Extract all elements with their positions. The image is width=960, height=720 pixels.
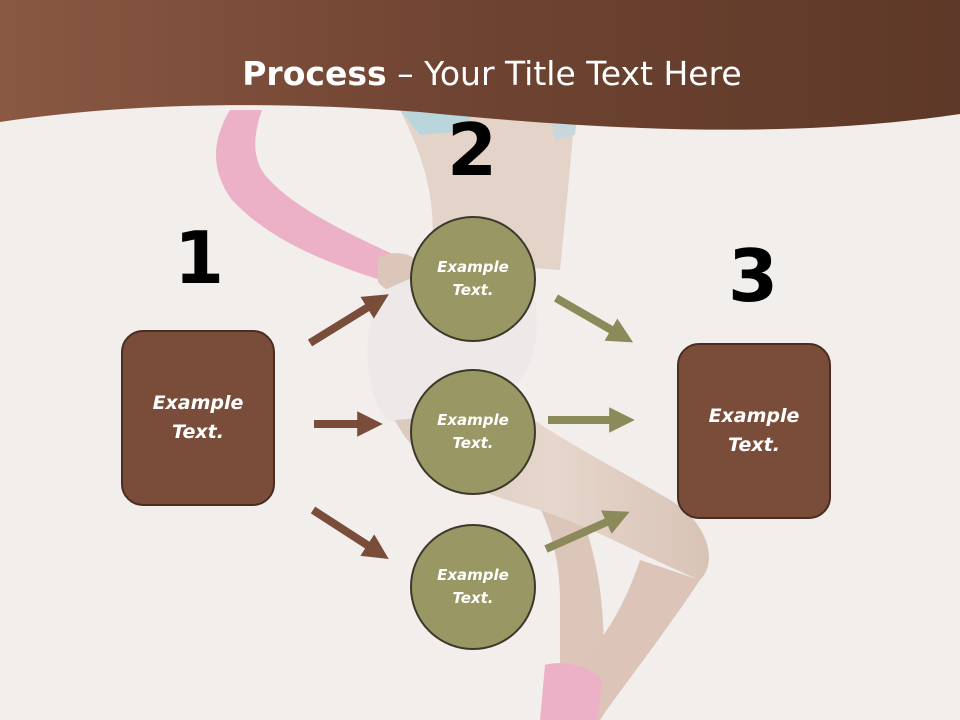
left-box-text: Example Text. xyxy=(138,389,258,447)
right-box-text: Example Text. xyxy=(694,402,814,460)
left-box-line2: Text. xyxy=(172,421,224,443)
title-bold: Process xyxy=(242,54,387,93)
left-box-line1: Example xyxy=(152,392,244,414)
circle-bottom-text: Example Text. xyxy=(428,564,518,610)
right-box-line2: Text. xyxy=(728,434,780,456)
circle-middle-text: Example Text. xyxy=(428,409,518,455)
step-number-3: 3 xyxy=(727,234,779,318)
left-box: Example Text. xyxy=(121,330,275,506)
circle-top-text: Example Text. xyxy=(428,256,518,302)
right-box: Example Text. xyxy=(677,343,831,519)
circle-top-line2: Text. xyxy=(452,281,494,299)
circle-bottom-line2: Text. xyxy=(452,589,494,607)
circle-bottom: Example Text. xyxy=(410,524,536,650)
title-rest: – Your Title Text Here xyxy=(386,54,742,93)
circle-middle-line1: Example xyxy=(437,411,509,429)
right-box-line1: Example xyxy=(708,405,800,427)
step-number-2: 2 xyxy=(446,108,498,192)
circle-middle-line2: Text. xyxy=(452,434,494,452)
slide-title: Process – Your Title Text Here xyxy=(0,52,960,96)
step-number-1: 1 xyxy=(173,216,225,300)
circle-top-line1: Example xyxy=(437,258,509,276)
circle-bottom-line1: Example xyxy=(437,566,509,584)
header-banner xyxy=(0,0,960,130)
circle-top: Example Text. xyxy=(410,216,536,342)
circle-middle: Example Text. xyxy=(410,369,536,495)
